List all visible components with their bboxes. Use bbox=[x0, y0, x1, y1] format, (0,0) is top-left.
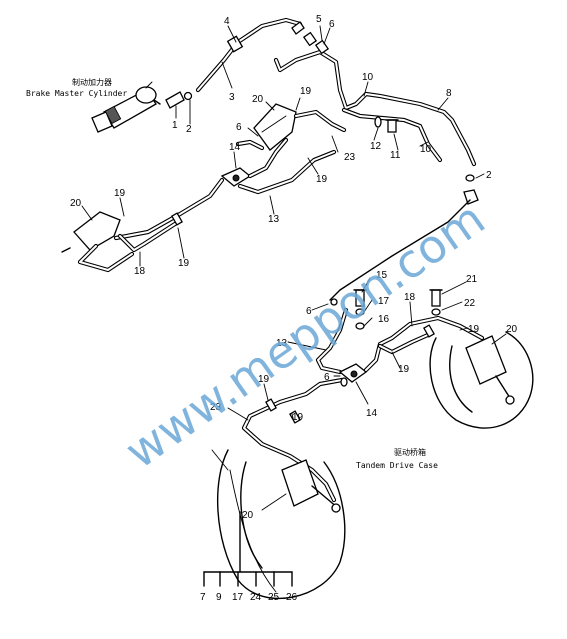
callout-21: 21 bbox=[466, 274, 478, 285]
callout-12: 12 bbox=[370, 141, 382, 152]
callout-16: 16 bbox=[378, 314, 390, 325]
callout-19-mid: 19 bbox=[316, 174, 328, 185]
callout-6: 6 bbox=[329, 19, 335, 30]
callout-13-upper: 13 bbox=[268, 214, 280, 225]
bottom-callout-1: 9 bbox=[216, 592, 222, 603]
fitting-1 bbox=[165, 91, 193, 109]
callout-23-lower: 23 bbox=[210, 402, 222, 413]
callout-numbers: 4 5 6 10 8 3 1 2 20 19 6 12 11 10 23 19 … bbox=[70, 14, 518, 521]
callout-2-right: 2 bbox=[486, 170, 492, 181]
callout-19-lower-mid: 19 bbox=[398, 364, 410, 375]
tandem-drive-case-right bbox=[429, 331, 534, 429]
tandem-caption-en: Tandem Drive Case bbox=[356, 461, 438, 470]
callout-17: 17 bbox=[378, 296, 390, 307]
brake-master-caption-cn: 制动加力器 bbox=[72, 77, 112, 87]
callout-6-lower: 6 bbox=[306, 306, 312, 317]
callout-23-upper: 23 bbox=[344, 152, 356, 163]
callout-8: 8 bbox=[446, 88, 452, 99]
brake-master-cylinder bbox=[91, 81, 161, 133]
callout-19-upper: 19 bbox=[300, 86, 312, 97]
callout-6-lower2: 6 bbox=[324, 372, 330, 383]
callout-10: 10 bbox=[362, 72, 374, 83]
callout-20-left: 20 bbox=[70, 198, 82, 209]
callout-18-lower: 18 bbox=[404, 292, 416, 303]
callout-19-left-lower: 19 bbox=[178, 258, 190, 269]
watermark-text: www.meppon.com bbox=[115, 191, 494, 479]
callout-3: 3 bbox=[229, 92, 235, 103]
callout-20-right: 20 bbox=[506, 324, 518, 335]
callout-15: 15 bbox=[376, 270, 388, 281]
callout-4: 4 bbox=[224, 16, 230, 27]
leader-lines bbox=[81, 25, 507, 587]
bottom-callout-0: 7 bbox=[200, 592, 206, 603]
callout-14-upper: 14 bbox=[229, 142, 241, 153]
bottom-callout-2: 17 bbox=[232, 592, 244, 603]
callout-1: 1 bbox=[172, 120, 178, 131]
bottom-callout-5: 26 bbox=[286, 592, 298, 603]
callout-2: 2 bbox=[186, 124, 192, 135]
bottom-callout-3: 24 bbox=[250, 592, 262, 603]
callout-20-lower: 20 bbox=[242, 510, 254, 521]
callout-19-lower-left: 19 bbox=[258, 374, 270, 385]
callout-20-upper: 20 bbox=[252, 94, 264, 105]
tandem-caption-cn: 驱动桥箱 bbox=[394, 447, 426, 457]
brake-master-caption-en: Brake Master Cylinder bbox=[26, 89, 127, 98]
lower-brake-hose bbox=[315, 307, 349, 375]
callout-11: 11 bbox=[390, 150, 401, 161]
callout-18-left: 18 bbox=[134, 266, 146, 277]
callout-5: 5 bbox=[316, 14, 322, 25]
callout-19-right: 19 bbox=[468, 324, 480, 335]
callout-19-lower-left2: 19 bbox=[292, 412, 304, 423]
upper-brake-pipe bbox=[195, 17, 477, 167]
callout-22: 22 bbox=[464, 298, 476, 309]
junction-block-upper bbox=[220, 167, 252, 187]
callout-19-left: 19 bbox=[114, 188, 126, 199]
callout-10-right: 10 bbox=[420, 144, 432, 155]
bottom-callouts: 7 9 17 24 25 26 bbox=[200, 592, 298, 603]
callout-6-mid: 6 bbox=[236, 122, 242, 133]
tandem-drive-case-left bbox=[211, 449, 346, 600]
bottom-callout-4: 25 bbox=[268, 592, 280, 603]
callout-13-lower: 13 bbox=[276, 338, 288, 349]
callout-14-lower: 14 bbox=[366, 408, 378, 419]
